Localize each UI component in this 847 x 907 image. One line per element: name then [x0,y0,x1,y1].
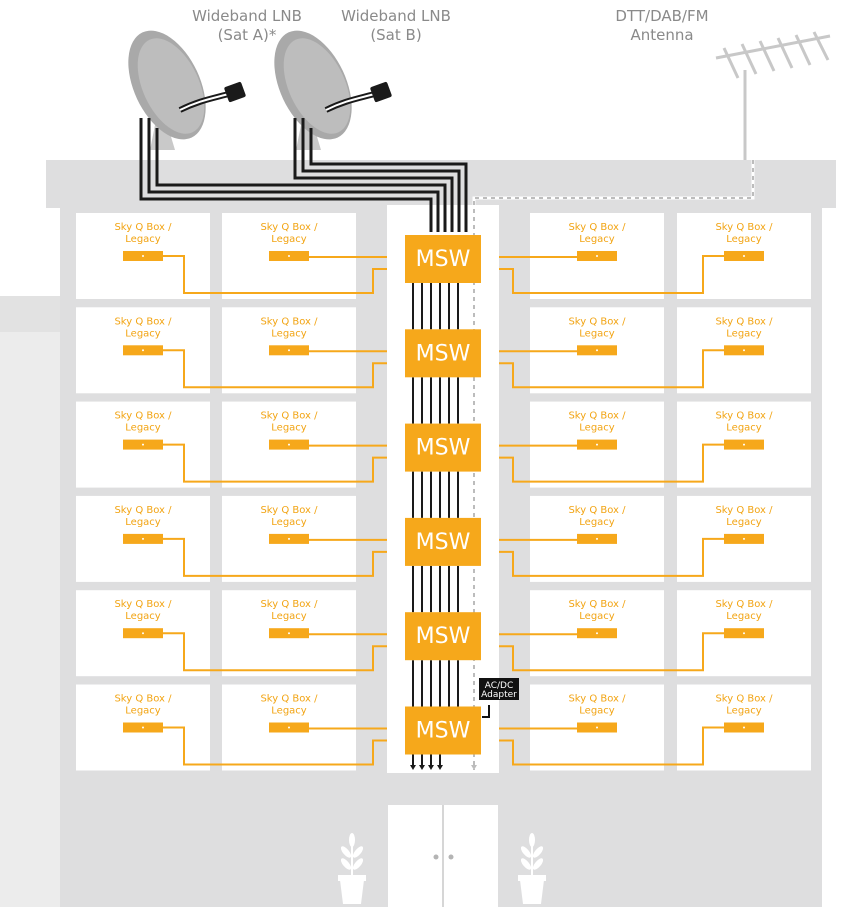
box-label-line1: Sky Q Box / [260,316,318,327]
box-label-line2: Legacy [579,517,615,528]
box-label-line1: Sky Q Box / [568,694,626,705]
box-label-line1: Sky Q Box / [114,505,172,516]
box-label-line2: Legacy [125,706,161,717]
box-label-line2: Legacy [579,328,615,339]
box-label-line2: Legacy [125,611,161,622]
box-label-line2: Legacy [579,234,615,245]
msw-label: MSW [416,530,471,555]
plant-icon [338,833,366,904]
box-label-line2: Legacy [271,611,307,622]
box-label-line1: Sky Q Box / [260,694,318,705]
box-label-line2: Legacy [726,706,762,717]
box-label-line1: Sky Q Box / [568,222,626,233]
box-label-line2: Legacy [125,328,161,339]
box-label-line1: Sky Q Box / [715,694,773,705]
box-label-line1: Sky Q Box / [568,411,626,422]
antenna-subtitle: Antenna [630,26,693,44]
box-label-line2: Legacy [579,706,615,717]
box-label-line2: Legacy [271,234,307,245]
box-label-line1: Sky Q Box / [260,505,318,516]
msw-label: MSW [416,247,471,272]
lnb-a-subtitle: (Sat A)* [218,26,277,44]
box-label-line1: Sky Q Box / [568,599,626,610]
msw-label: MSW [416,624,471,649]
msw-switch[interactable] [405,612,481,661]
satellite-dish-icon [128,30,246,150]
box-label-line1: Sky Q Box / [260,222,318,233]
box-label-line1: Sky Q Box / [715,599,773,610]
antenna-title: DTT/DAB/FM [615,7,708,25]
box-label-line2: Legacy [726,234,762,245]
box-label-line2: Legacy [271,423,307,434]
box-label-line2: Legacy [726,611,762,622]
lnb-b-title: Wideband LNB [341,7,451,25]
lnb-b-subtitle: (Sat B) [370,26,421,44]
adapter-label-line1: AC/DC [485,681,514,691]
box-label-line2: Legacy [271,706,307,717]
ac-dc-adapter: AC/DC Adapter [479,678,519,718]
box-label-line1: Sky Q Box / [114,316,172,327]
msw-switch[interactable] [405,235,481,283]
msw-label: MSW [416,341,471,366]
msw-switch[interactable] [405,423,481,472]
box-label-line1: Sky Q Box / [568,505,626,516]
box-label-line1: Sky Q Box / [568,316,626,327]
msw-label: MSW [416,719,471,744]
box-label-line2: Legacy [125,423,161,434]
msw-switch[interactable] [405,329,481,378]
box-label-line1: Sky Q Box / [715,222,773,233]
msw-switch[interactable] [405,517,481,566]
box-label-line1: Sky Q Box / [715,316,773,327]
msw-switch[interactable] [405,706,481,755]
adapter-label-line2: Adapter [481,690,517,700]
neighbour-building [0,296,60,907]
msw-label: MSW [416,436,471,461]
satellite-dish-icon [274,30,392,150]
box-label-line1: Sky Q Box / [260,599,318,610]
box-label-line2: Legacy [726,423,762,434]
box-label-line2: Legacy [726,517,762,528]
plant-icon [518,833,546,904]
box-label-line1: Sky Q Box / [114,694,172,705]
box-label-line2: Legacy [579,423,615,434]
lnb-a-title: Wideband LNB [192,7,302,25]
box-label-line1: Sky Q Box / [114,599,172,610]
box-label-line2: Legacy [125,517,161,528]
box-label-line1: Sky Q Box / [260,411,318,422]
satellite-feed-cables [139,118,468,232]
box-label-line2: Legacy [579,611,615,622]
box-label-line2: Legacy [125,234,161,245]
box-label-line1: Sky Q Box / [715,505,773,516]
box-label-line1: Sky Q Box / [114,411,172,422]
box-label-line1: Sky Q Box / [715,411,773,422]
box-label-line2: Legacy [271,517,307,528]
box-label-line2: Legacy [271,328,307,339]
box-label-line1: Sky Q Box / [114,222,172,233]
antenna-icon [715,31,831,160]
box-label-line2: Legacy [726,328,762,339]
